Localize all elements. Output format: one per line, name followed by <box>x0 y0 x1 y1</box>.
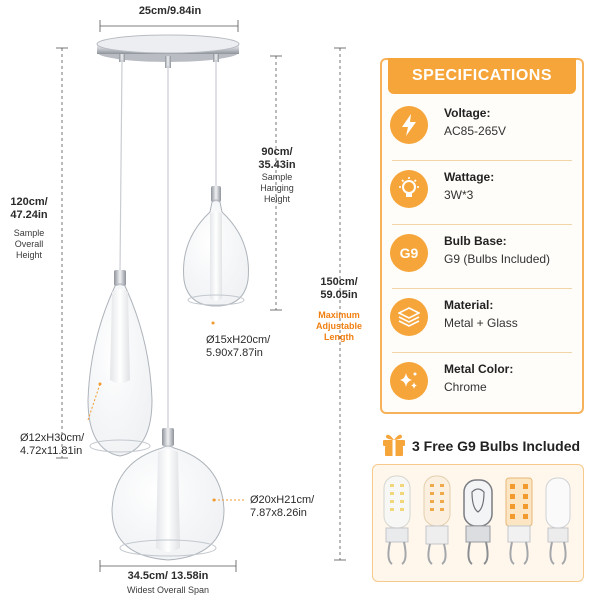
pendant-round <box>111 428 225 561</box>
bulb-clear-led <box>383 475 411 565</box>
spec-label-wattage: Wattage: <box>444 170 495 184</box>
shade-round-dimension: Ø20xH21cm/ 7.87x8.26in <box>250 494 315 519</box>
spec-label-metal-color: Metal Color: <box>444 362 514 376</box>
max-length-value: 150cm/ 59.05in <box>320 276 358 301</box>
bulb-frosted <box>545 477 571 565</box>
max-length-label: Maximum Adjustable Length <box>315 310 362 342</box>
span-value: 34.5cm/ 13.58in <box>127 570 209 582</box>
dimension-lines <box>56 20 346 572</box>
spec-row-wattage: Wattage: 3W*3 <box>386 160 578 218</box>
sparkle-icon <box>390 362 428 400</box>
spec-divider <box>392 352 572 353</box>
bulbs-included-title: 3 Free G9 Bulbs Included <box>412 438 581 454</box>
spec-label-bulb-base: Bulb Base: <box>444 234 507 248</box>
cord-left <box>119 59 123 273</box>
hanging-height-label: Sample Hanging Height <box>260 172 294 204</box>
spec-row-metal-color: Metal Color: Chrome <box>386 352 578 410</box>
spec-divider <box>392 224 572 225</box>
canopy-width-label: 25cm/9.84in <box>138 5 202 17</box>
pendant-tall <box>87 270 153 457</box>
ceiling-canopy <box>96 34 240 68</box>
g9-icon: G9 <box>390 234 428 272</box>
shade-tall-dimension: Ø12xH30cm/ 4.72x11.81in <box>20 432 85 457</box>
overall-height-label: Sample Overall Height <box>13 228 45 260</box>
spec-row-material: Material: Metal + Glass <box>386 288 578 346</box>
pendant-small <box>183 186 249 307</box>
gift-icon <box>380 430 410 460</box>
span-label: Widest Overall Span <box>126 585 210 595</box>
bulb-corn-led <box>505 477 533 565</box>
spec-label-voltage: Voltage: <box>444 106 491 120</box>
lightning-icon <box>390 106 428 144</box>
spec-row-bulb-base: G9 Bulb Base: G9 (Bulbs Included) <box>386 224 578 282</box>
leader-dot-round <box>212 498 216 502</box>
spec-divider <box>392 160 572 161</box>
overall-height-value: 120cm/ 47.24in <box>10 196 48 221</box>
spec-label-material: Material: <box>444 298 494 312</box>
shade-small-dimension: Ø15xH20cm/ 5.90x7.87in <box>206 334 271 359</box>
spec-value-metal-color: Chrome <box>444 380 487 394</box>
hanging-height-value: 90cm/ 35.43in <box>258 146 296 171</box>
spec-value-material: Metal + Glass <box>444 316 518 330</box>
g9-bulbs-illustration <box>383 475 571 565</box>
bulb-warm-led <box>423 475 451 565</box>
bulb-icon <box>390 170 428 208</box>
spec-value-bulb-base: G9 (Bulbs Included) <box>444 252 551 266</box>
bulb-halogen <box>463 479 493 565</box>
g9-icon-text: G9 <box>399 245 419 261</box>
layers-icon <box>390 298 428 336</box>
pendant-lamp-illustration <box>56 20 346 572</box>
specifications-header: SPECIFICATIONS <box>388 58 576 94</box>
leader-dot-small <box>211 321 215 325</box>
spec-divider <box>392 288 572 289</box>
leader-dot-tall <box>98 382 102 386</box>
spec-row-voltage: Voltage: AC85-265V <box>386 96 578 154</box>
spec-value-voltage: AC85-265V <box>444 124 507 138</box>
spec-value-wattage: 3W*3 <box>444 188 474 202</box>
